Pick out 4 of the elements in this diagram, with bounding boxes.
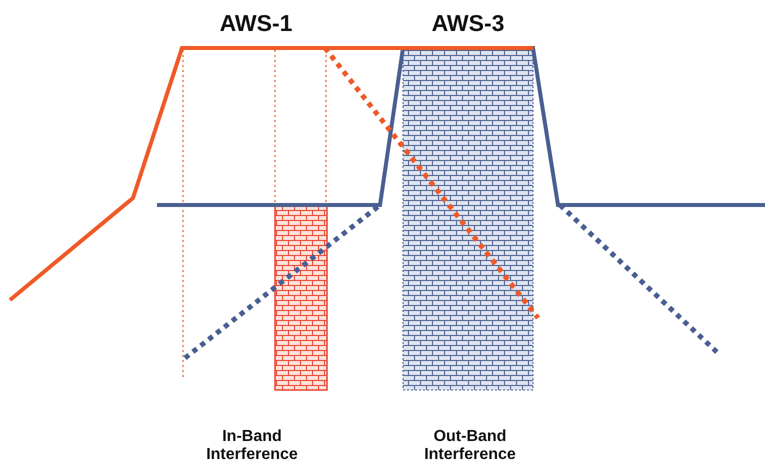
band-label: AWS-3 [430, 10, 506, 36]
interference-label: In-Band Interference [205, 428, 299, 465]
band-label: AWS-1 [218, 10, 294, 36]
interference-label: Out-Band Interference [423, 428, 517, 465]
